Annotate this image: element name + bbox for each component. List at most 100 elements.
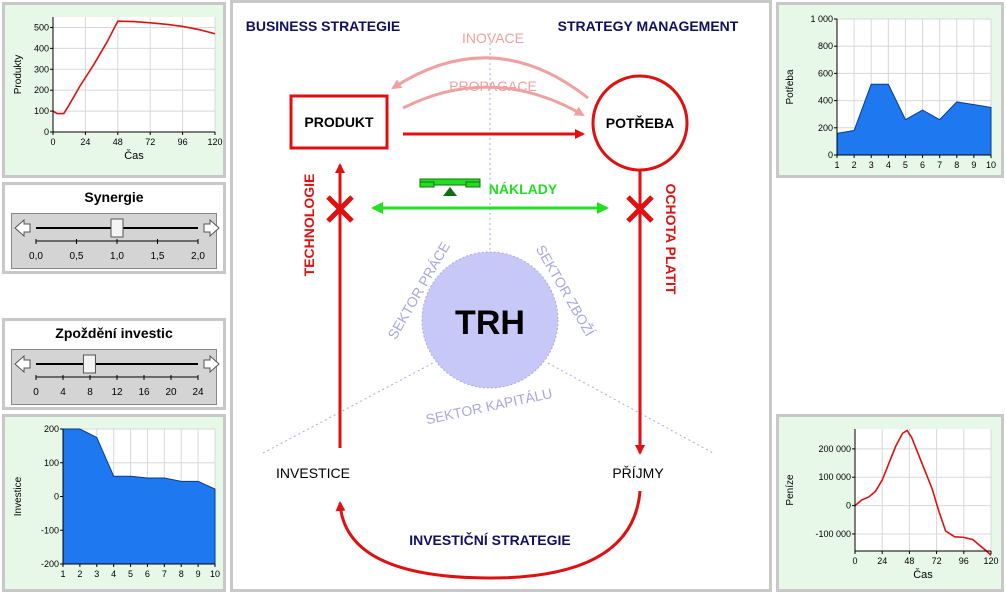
x-tick-label: 96 — [178, 137, 188, 147]
slider-tick-label: 1,0 — [110, 251, 124, 262]
inovace-label: INOVACE — [462, 30, 524, 46]
technologie-blocked-icon — [326, 195, 354, 223]
y-tick-label: -100 000 — [815, 529, 851, 539]
x-tick-label: 8 — [954, 160, 959, 170]
x-tick-label: 10 — [986, 160, 996, 170]
sektor-kapitalu-label: SEKTOR KAPITÁLU — [424, 385, 553, 427]
guide-line-right — [547, 362, 714, 454]
series-area — [62, 428, 216, 565]
y-tick-label: 0 — [44, 127, 49, 137]
y-tick-label: 200 — [34, 85, 49, 95]
slider-thumb[interactable] — [110, 218, 124, 238]
y-tick-label: 400 — [34, 43, 49, 53]
trh-circle — [421, 251, 559, 389]
y-tick-label: 600 — [818, 68, 833, 78]
naklady-label: NÁKLADY — [489, 181, 558, 197]
x-tick-label: 1 — [60, 569, 65, 579]
strategy-diagram: BUSINESS STRATEGIE STRATEGY MANAGEMENT I… — [246, 18, 739, 580]
y-tick-label: 100 — [44, 458, 59, 468]
x-tick-label: 48 — [904, 556, 914, 566]
arrow-left-icon — [14, 218, 31, 238]
y-axis-label: Potřeba — [785, 69, 796, 104]
series-line — [52, 20, 216, 115]
inovace-arrow — [391, 56, 589, 100]
arrow-right-icon — [203, 354, 220, 374]
slider-tick-label: 12 — [111, 387, 123, 398]
x-tick-label: 96 — [959, 556, 969, 566]
arrow-left-icon — [14, 354, 31, 374]
potreba-label: POTŘEBA — [606, 114, 674, 131]
x-tick-label: 6 — [145, 569, 150, 579]
x-tick-label: 4 — [111, 569, 116, 579]
x-tick-label: 72 — [145, 137, 155, 147]
trh-label: TRH — [455, 304, 525, 342]
slider-thumb[interactable] — [82, 354, 96, 374]
x-tick-label: 2 — [77, 569, 82, 579]
arrow-right-icon — [203, 218, 220, 238]
slider-tick-label: 1,5 — [151, 251, 165, 262]
y-tick-label: 200 — [44, 424, 59, 434]
y-axis-label: Produkty — [13, 55, 24, 94]
x-tick-label: 0 — [50, 137, 55, 147]
y-tick-label: 300 — [34, 64, 49, 74]
y-tick-label: 500 — [34, 22, 49, 32]
x-tick-label: 24 — [80, 137, 90, 147]
investicni-strategie-label: INVESTIČNÍ STRATEGIE — [409, 531, 571, 548]
x-tick-label: 120 — [207, 137, 222, 147]
x-tick-label: 5 — [903, 160, 908, 170]
x-tick-label: 6 — [920, 160, 925, 170]
x-tick-label: 1 — [834, 160, 839, 170]
x-tick-label: 3 — [94, 569, 99, 579]
y-tick-label: 100 000 — [818, 472, 851, 482]
strategy-diagram-panel: BUSINESS STRATEGIE STRATEGY MANAGEMENT I… — [230, 0, 772, 592]
y-tick-label: 1 000 — [810, 14, 833, 24]
y-axis-label: Peníze — [785, 474, 796, 506]
slider-tick-label: 0,0 — [29, 251, 43, 262]
x-tick-label: 9 — [196, 569, 201, 579]
x-tick-label: 48 — [113, 137, 123, 147]
y-tick-label: 100 — [34, 106, 49, 116]
y-tick-label: -100 — [41, 525, 59, 535]
slider-tick-label: 20 — [165, 387, 177, 398]
slider-tick-label: 24 — [192, 387, 204, 398]
plot-area — [53, 17, 215, 132]
synergie-title: Synergie — [84, 189, 144, 205]
y-tick-label: 0 — [846, 501, 851, 511]
investicni-strategie-arrow — [335, 490, 642, 580]
x-axis-label: Čas — [913, 568, 933, 581]
slider-tick-label: 4 — [60, 387, 66, 398]
x-tick-label: 4 — [886, 160, 891, 170]
scale-icon — [419, 178, 481, 196]
y-tick-label: 0 — [54, 492, 59, 502]
strategy-management-label: STRATEGY MANAGEMENT — [558, 18, 739, 34]
potreba-circle — [591, 74, 689, 172]
propagace-arrow — [402, 85, 585, 117]
x-tick-label: 10 — [210, 569, 220, 579]
propagace-label: PROPAGACE — [449, 78, 537, 94]
ochota-blocked-icon — [626, 195, 654, 223]
business-strategie-label: BUSINESS STRATEGIE — [246, 18, 401, 34]
x-tick-label: 9 — [971, 160, 976, 170]
guide-line-left — [262, 362, 434, 454]
produkt-label: PRODUKT — [304, 114, 374, 130]
series-area — [836, 83, 992, 156]
x-tick-label: 2 — [852, 160, 857, 170]
x-tick-label: 7 — [162, 569, 167, 579]
produkt-box — [289, 94, 389, 150]
investice-label: INVESTICE — [276, 465, 350, 481]
ochota-platit-label: OCHOTA PLATIT — [663, 184, 679, 295]
x-tick-label: 5 — [128, 569, 133, 579]
zpozdeni-title: Zpoždění investic — [55, 325, 173, 341]
x-tick-label: 0 — [852, 556, 857, 566]
